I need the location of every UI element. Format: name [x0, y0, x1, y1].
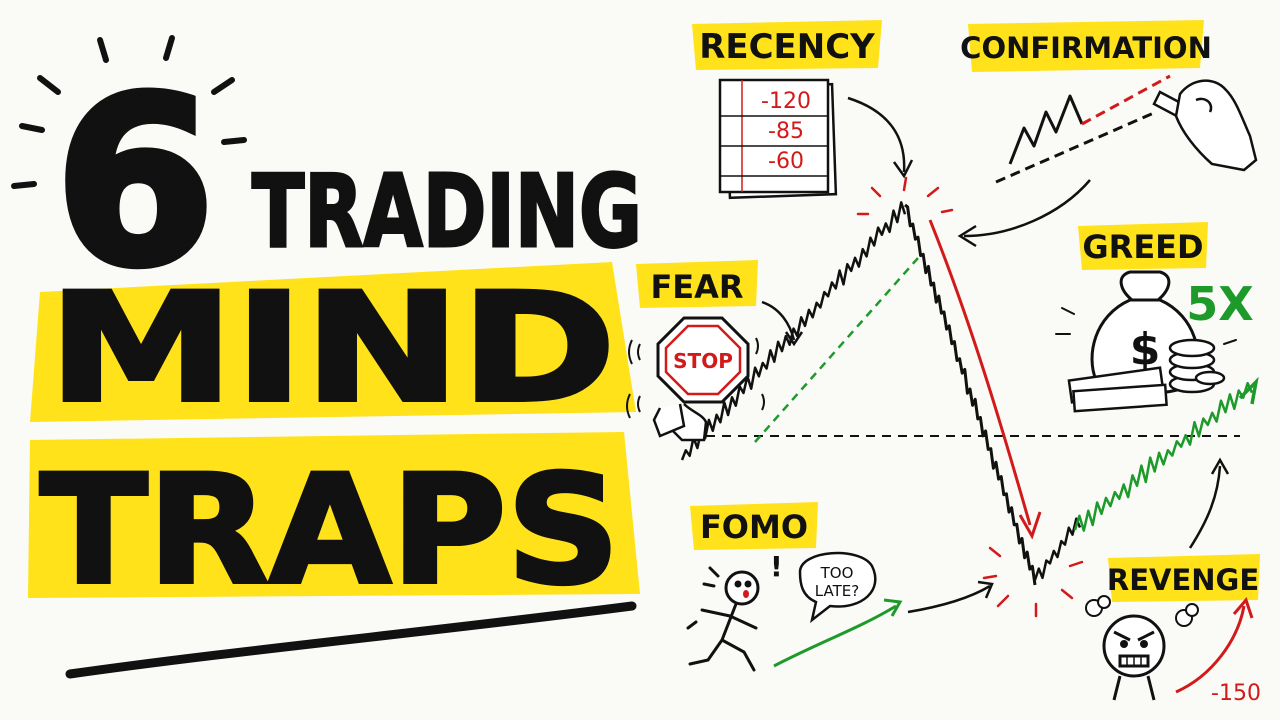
fomo-trap: FOMO ! TOO LATE?: [686, 502, 994, 672]
fear-arrow-head: [784, 331, 804, 347]
shake-lines: [626, 337, 765, 419]
greed-sparkles: [1055, 307, 1237, 345]
recency-label-highlight: [692, 20, 882, 70]
title-underline: [65, 601, 637, 679]
fomo-label-highlight: [690, 502, 818, 550]
fomo-exclaim: !: [770, 550, 783, 583]
fomo-speech-line2: LATE?: [815, 582, 859, 600]
greed-trap: GREED 5X $: [1055, 222, 1254, 413]
title-block: 6 TRADING MIND TRAPS: [11, 35, 644, 679]
highlight-mind: [30, 262, 636, 422]
fear-arrow: [761, 300, 796, 341]
recency-arrow-head: [892, 159, 914, 179]
coin-stack-icon: [1168, 338, 1226, 394]
recency-loss-3: -60: [768, 149, 804, 174]
greed-label: GREED: [1082, 228, 1203, 266]
revenge-up-arrow-head: [1210, 457, 1230, 475]
confirmation-label-highlight: [968, 20, 1204, 72]
confirmation-label: CONFIRMATION: [960, 31, 1212, 65]
recovery-price-line: [1033, 517, 1082, 581]
recency-label: RECENCY: [699, 27, 875, 67]
fomo-label: FOMO: [700, 508, 808, 546]
confirmation-arrow-head: [957, 224, 977, 248]
recency-trap: RECENCY -120 -85 -60: [692, 20, 914, 200]
up-green-arrow-head: [1238, 376, 1259, 405]
revenge-trap: REVENGE -150: [1085, 457, 1261, 706]
sparkle-lines: [11, 35, 247, 189]
fall-red-arrow-head: [1018, 511, 1042, 540]
revenge-label-highlight: [1108, 554, 1260, 602]
title-number: 6: [55, 50, 215, 317]
fomo-speech-line1: TOO: [820, 564, 854, 582]
recency-arrow: [847, 96, 906, 173]
bag-dollar-sign: $: [1130, 324, 1161, 375]
recovery-green-line: [1073, 381, 1254, 532]
confirmation-arrow: [963, 179, 1091, 238]
revenge-red-arrow-head: [1232, 597, 1254, 619]
fomo-black-arrow: [907, 584, 991, 614]
greed-label-highlight: [1078, 222, 1208, 270]
fomo-green-arrow: [773, 604, 897, 668]
angry-face-icon: [1102, 614, 1166, 701]
peak-burst: [856, 176, 954, 216]
confirmation-zigzag: [1008, 94, 1084, 165]
revenge-loss: -150: [1211, 681, 1261, 706]
revenge-up-arrow: [1188, 465, 1222, 549]
bottom-burst: [982, 546, 1084, 618]
fall-price-line: [904, 203, 1037, 586]
revenge-red-arrow: [1175, 605, 1246, 694]
fall-red-arrow-line: [928, 219, 1032, 526]
fear-label-highlight: [636, 260, 758, 308]
fear-trap: FEAR STOP: [626, 260, 804, 442]
fomo-speech-bubble: [798, 551, 877, 624]
market-chart: [680, 176, 1259, 618]
rise-price-line: [680, 201, 907, 461]
title-line-trading: TRADING: [252, 153, 642, 270]
fomo-green-arrow-head: [883, 598, 903, 617]
stop-sign-icon: [656, 316, 750, 404]
confirmation-trap: CONFIRMATION: [957, 20, 1258, 248]
recency-loss-1: -120: [761, 89, 811, 114]
highlight-traps: [28, 432, 640, 598]
fear-label: FEAR: [650, 268, 743, 306]
stop-sign-text: STOP: [673, 349, 733, 373]
running-person-icon: [686, 566, 760, 672]
fomo-black-arrow-head: [977, 580, 994, 599]
recency-loss-2: -85: [768, 119, 804, 144]
drawing-hand-icon: [1152, 79, 1258, 172]
title-line-traps: TRAPS: [40, 444, 620, 618]
greed-multiplier: 5X: [1186, 277, 1253, 331]
fear-hand: [652, 403, 708, 442]
confirmation-black-dashed: [995, 110, 1157, 184]
cash-stack-icon: [1067, 366, 1168, 413]
notepad-icon: [718, 78, 838, 200]
revenge-label: REVENGE: [1107, 563, 1259, 597]
steam-puffs: [1085, 595, 1199, 627]
title-line-mind: MIND: [48, 262, 616, 436]
confirmation-red-dashed: [1081, 74, 1171, 126]
